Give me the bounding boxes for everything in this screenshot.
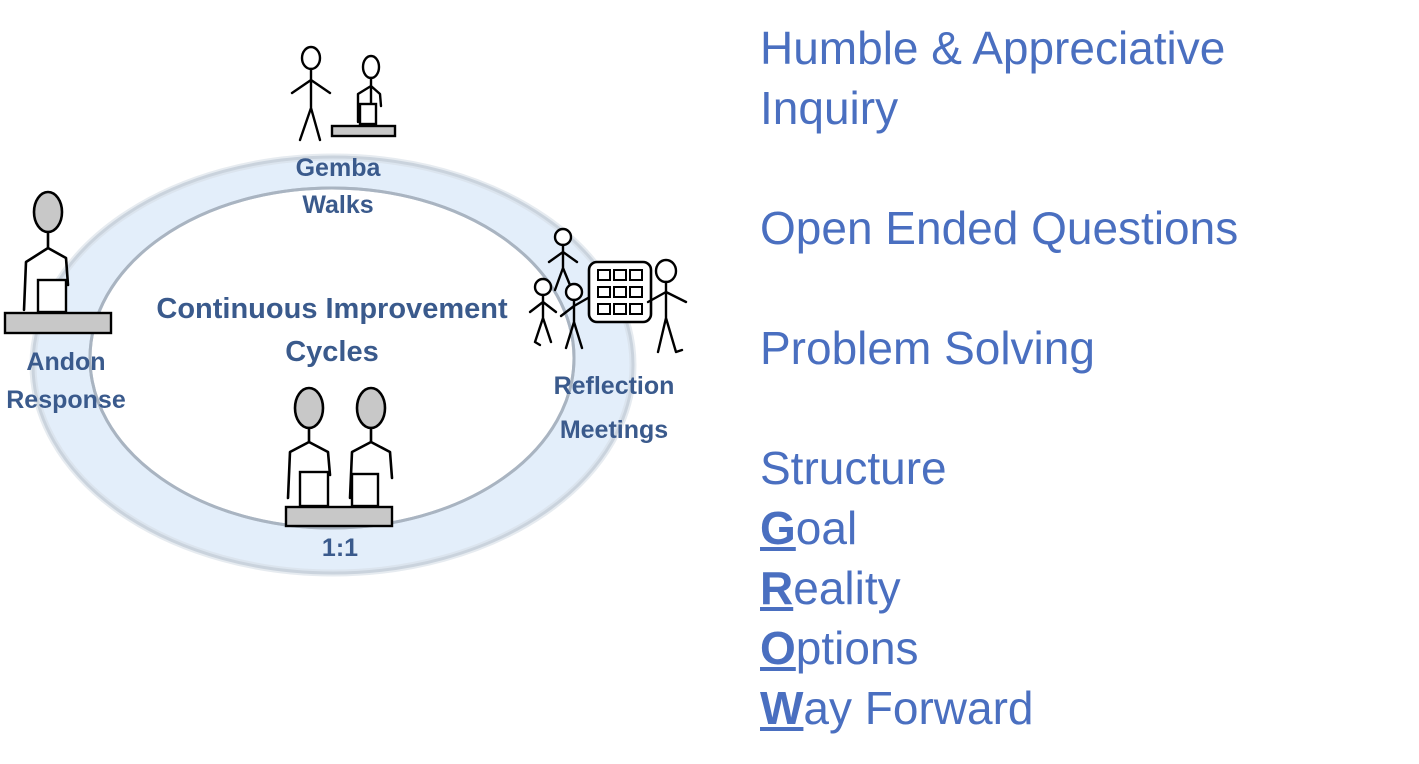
inquiry-text-2: Inquiry (760, 82, 899, 134)
coaching-cycle-diagram: Gemba Walks Andon Response Continuous Im… (3, 45, 688, 577)
center-label-line2: Cycles (285, 336, 379, 368)
grow-reality: Reality (760, 558, 1400, 618)
one-on-one-right-person-icon (348, 386, 394, 508)
grow-way-forward: Way Forward (760, 678, 1400, 738)
grow-goal-initial: G (760, 502, 796, 554)
andon-label-line2: Response (6, 386, 126, 414)
one-on-one-desk-icon (284, 505, 394, 528)
reflection-board-icon (587, 260, 653, 324)
andon-label-line1: Andon (26, 348, 105, 376)
grow-options-initial: O (760, 622, 796, 674)
grow-reality-initial: R (760, 562, 794, 614)
reflection-label-line1: Reflection (554, 372, 675, 400)
gemba-desk-worker-icon (330, 54, 397, 138)
inquiry-line2: Inquiry (760, 78, 1400, 138)
reflection-label-line2: Meetings (560, 416, 668, 444)
center-label-line1: Continuous Improvement (156, 293, 508, 325)
structure-text: Structure (760, 442, 947, 494)
gemba-label-line2: Walks (302, 191, 373, 219)
inquiry-text-1: Humble & Appreciative (760, 22, 1226, 74)
grow-way-forward-initial: W (760, 682, 804, 734)
problem-text: Problem Solving (760, 322, 1095, 374)
structure-line: Structure (760, 438, 1400, 498)
reflection-presenter-icon (646, 258, 688, 354)
problem-line: Problem Solving (760, 318, 1400, 378)
one-on-one-label: 1:1 (322, 534, 358, 562)
grow-options: Options (760, 618, 1400, 678)
grow-goal-rest: oal (795, 502, 858, 554)
grow-reality-rest: eality (793, 562, 901, 614)
reflection-team-icon (528, 227, 590, 350)
coaching-points: Humble & Appreciative Inquiry Open Ended… (760, 18, 1400, 738)
inquiry-line1: Humble & Appreciative (760, 18, 1400, 78)
andon-worker-icon (3, 190, 113, 335)
gemba-label-line1: Gemba (296, 154, 382, 182)
gemba-walker-icon (290, 45, 332, 142)
grow-way-forward-rest: ay Forward (803, 682, 1034, 734)
grow-options-rest: ptions (795, 622, 919, 674)
grow-goal: Goal (760, 498, 1400, 558)
questions-line: Open Ended Questions (760, 198, 1400, 258)
questions-text: Open Ended Questions (760, 202, 1239, 254)
one-on-one-left-person-icon (286, 386, 332, 508)
cycle-ring (29, 153, 637, 577)
